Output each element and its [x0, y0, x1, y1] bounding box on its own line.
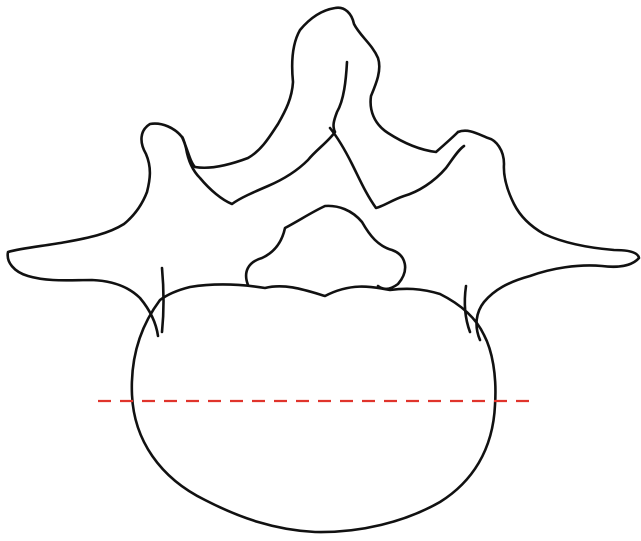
transverse-process-right: [458, 131, 639, 340]
spinous-process: [182, 8, 458, 168]
right-pedicle-line: [465, 286, 470, 332]
left-pedicle-line: [162, 268, 164, 332]
vertebral-body: [132, 284, 496, 532]
spinous-inner-left: [182, 62, 347, 204]
superior-notch: [246, 206, 405, 289]
spinous-inner-right: [330, 128, 464, 208]
